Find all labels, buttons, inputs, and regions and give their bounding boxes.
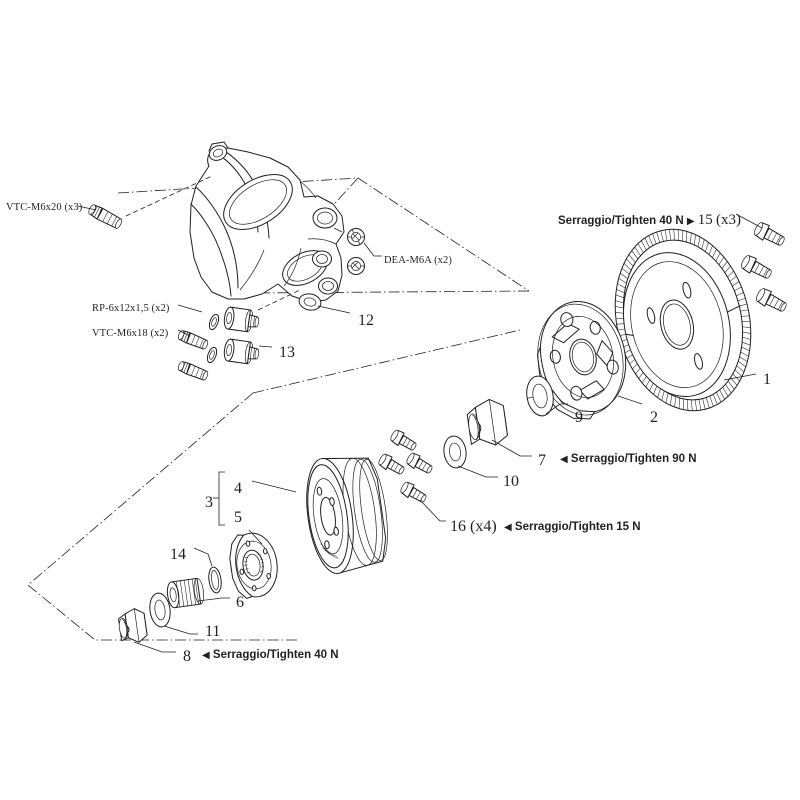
callout-5: 5	[234, 509, 242, 526]
washers-rp-6x12x15	[177, 304, 220, 364]
callout-4: 4	[234, 480, 242, 497]
arrow-left-icon: ◀	[202, 650, 210, 661]
leader-12	[317, 305, 351, 314]
spec-label-15n: Serraggio/Tighten 15 N	[514, 521, 641, 533]
washer-item-9	[526, 375, 568, 417]
callout-16-number: 16	[450, 518, 466, 535]
arrow-left-icon: ◀	[560, 454, 568, 465]
callout-15: 15	[697, 212, 713, 228]
callout-2: 2	[650, 409, 658, 426]
bolts-vtc-m6x18	[177, 329, 209, 381]
spacer-sleeve-item-6	[166, 577, 230, 609]
part-code-vtc-m6x20: VTC-M6x20 (x3)	[6, 202, 83, 213]
callout-14: 14	[170, 546, 186, 563]
flywheel-ring-gear-part	[614, 228, 757, 412]
oring-item-14	[193, 547, 222, 594]
brake-drum-part	[251, 457, 388, 575]
spec-label-40n: Serraggio/Tighten 40 N	[212, 649, 339, 661]
hex-nut-item-8	[118, 608, 176, 653]
bolts-item-16	[378, 429, 446, 522]
spec-label-90n: Serraggio/Tighten 90 N	[570, 453, 697, 465]
callout-1: 1	[763, 371, 771, 388]
callout-10: 10	[503, 473, 519, 490]
part-code-vtc-m6x18: VTC-M6x18 (x2)	[92, 328, 169, 339]
bolts-item-15	[735, 213, 787, 312]
callout-6: 6	[236, 594, 244, 611]
callout-12: 12	[358, 312, 374, 329]
callout-11: 11	[205, 623, 221, 640]
hub-flange-part	[229, 529, 278, 599]
part-code-dea-m6a: DEA-M6A (x2)	[384, 255, 452, 266]
callout-8: 8	[183, 648, 191, 665]
bolt-vtc-m6x20	[77, 175, 213, 229]
bushings-item-13	[223, 289, 301, 365]
hex-nut-item-7	[466, 398, 532, 457]
part-code-rp-6x12x15: RP-6x12x1,5 (x2)	[92, 303, 170, 314]
callout-13: 13	[279, 344, 295, 361]
arrow-left-icon: ◀	[504, 522, 512, 533]
torque-spec-40n-item-15: Serraggio/Tighten 40 N ▶ 15 (x3)	[558, 212, 741, 229]
washer-item-11	[149, 592, 198, 635]
washer-item-10	[443, 435, 498, 478]
group-bracket-3	[213, 471, 225, 526]
nuts-dea-m6a	[347, 228, 382, 275]
callout-9: 9	[575, 409, 583, 426]
callout-3: 3	[205, 494, 213, 511]
torque-spec-90n: ◀ Serraggio/Tighten 90 N	[560, 453, 697, 465]
quantity-16: (x4)	[470, 518, 497, 535]
spec-label-40n-15: Serraggio/Tighten 40 N	[558, 215, 684, 227]
callout-7: 7	[538, 452, 546, 469]
callout-16: 16 (x4)	[450, 518, 497, 536]
torque-spec-40n: ◀ Serraggio/Tighten 40 N	[202, 649, 339, 661]
bracket-housing-part	[189, 141, 345, 311]
torque-spec-15n-item-16: ◀ Serraggio/Tighten 15 N	[504, 521, 641, 533]
quantity-15: (x3)	[716, 212, 741, 228]
arrow-right-icon: ▶	[686, 216, 695, 227]
